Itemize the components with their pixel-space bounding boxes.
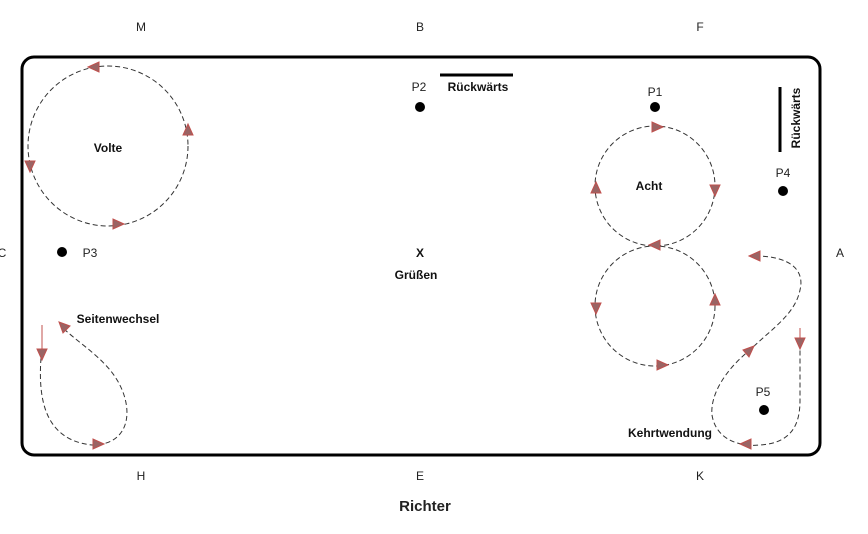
point-p2-dot — [415, 102, 425, 112]
arrow-right-icon — [92, 438, 106, 450]
arrow-right-icon — [656, 359, 670, 371]
arrow-up-icon — [590, 180, 602, 194]
point-p4-dot — [778, 186, 788, 196]
acht-lower-path — [594, 245, 716, 367]
arrow-down-icon — [709, 184, 721, 198]
marker-k: K — [696, 469, 704, 483]
point-p3-label: P3 — [83, 246, 98, 260]
arrow-left-icon — [86, 61, 100, 73]
arrow-up-icon — [709, 292, 721, 306]
marker-a: A — [836, 246, 844, 260]
arrow-left-icon — [747, 250, 761, 262]
arrow-down-icon — [794, 337, 806, 351]
arrow-left-icon — [647, 239, 661, 251]
arrow-down-icon — [590, 302, 602, 316]
arrow-up-icon — [182, 122, 194, 136]
point-p1-dot — [650, 102, 660, 112]
rueckwaerts-top-label: Rückwärts — [448, 80, 509, 94]
marker-f: F — [696, 20, 703, 34]
kehrtwendung-label: Kehrtwendung — [628, 426, 712, 440]
arrow-down-icon — [24, 160, 36, 174]
seitenwechsel-label: Seitenwechsel — [77, 312, 160, 326]
arrow-up-left-icon — [58, 321, 71, 334]
x-label: X — [416, 246, 424, 260]
point-p2-label: P2 — [412, 80, 427, 94]
marker-h: H — [137, 469, 146, 483]
point-p4-label: P4 — [776, 166, 791, 180]
point-p5-dot — [759, 405, 769, 415]
judge-label: Richter — [399, 498, 451, 515]
volte-path — [27, 65, 189, 227]
arena-border — [20, 55, 822, 457]
marker-b: B — [416, 20, 424, 34]
point-p1-label: P1 — [648, 85, 663, 99]
arrow-down-icon — [36, 348, 48, 362]
arrow-right-icon — [112, 218, 126, 230]
marker-e: E — [416, 469, 424, 483]
point-p5-label: P5 — [756, 385, 771, 399]
kehrtwendung-path — [711, 255, 802, 446]
arrow-right-icon — [651, 121, 665, 133]
point-p3-dot — [57, 247, 67, 257]
gruessen-label: Grüßen — [395, 268, 438, 282]
volte-label: Volte — [94, 141, 123, 155]
marker-c: C — [0, 246, 7, 260]
rueckwaerts-right-label: Rückwärts — [789, 87, 803, 148]
acht-label: Acht — [636, 179, 663, 193]
arrow-up-right-icon — [742, 345, 755, 358]
marker-m: M — [136, 20, 146, 34]
seitenwechsel-path — [39, 326, 128, 446]
arrow-left-icon — [738, 438, 752, 450]
